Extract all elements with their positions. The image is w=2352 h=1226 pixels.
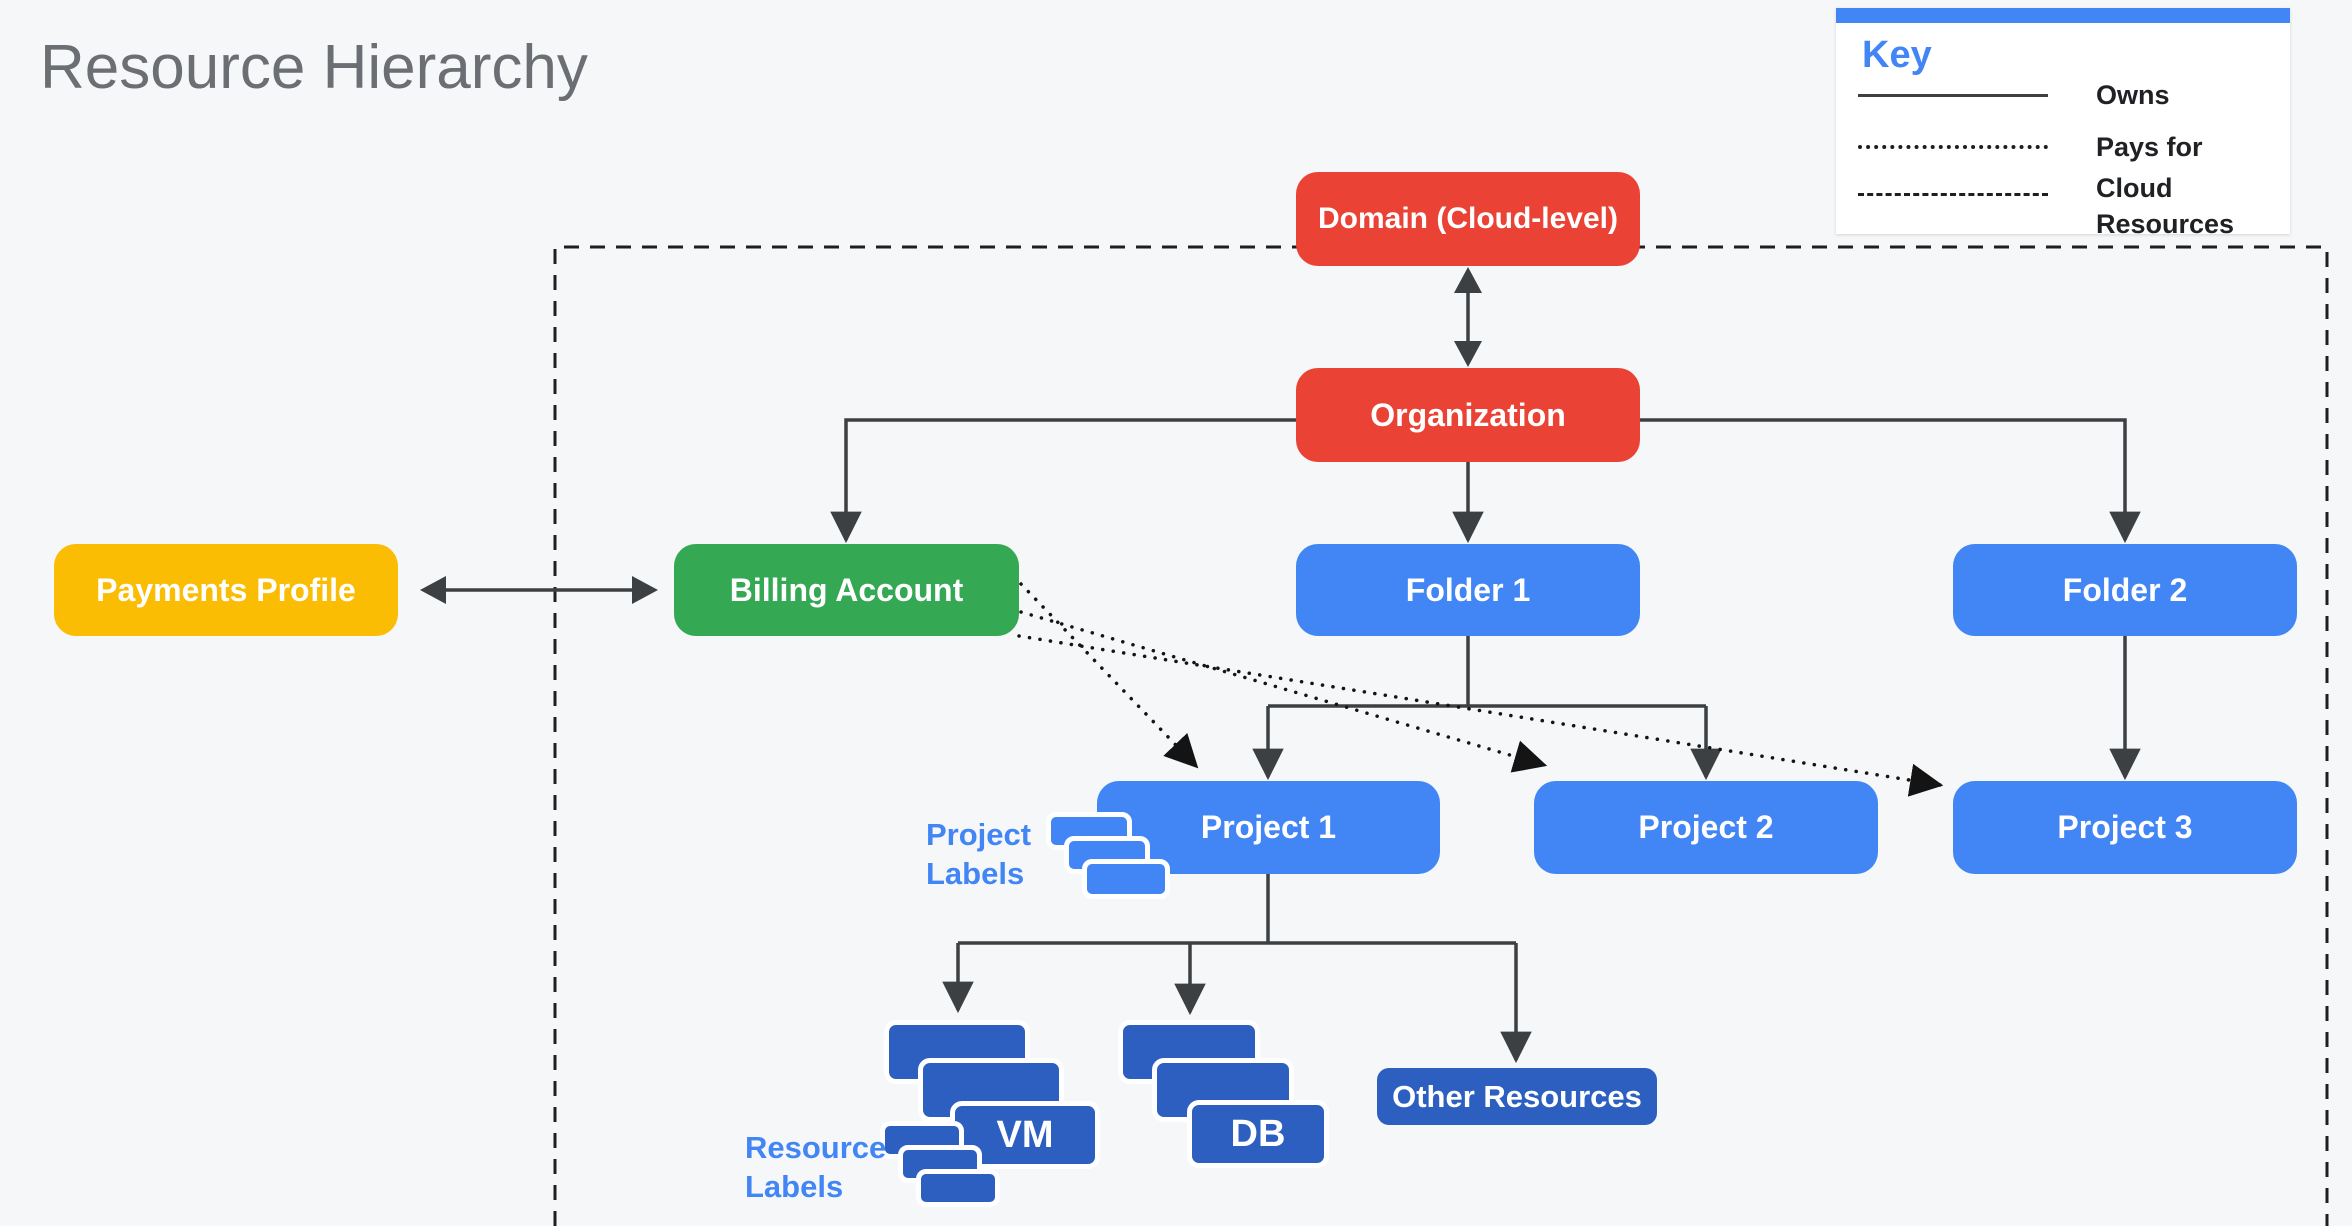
legend-line-dotted-pays-for [1858, 145, 2048, 149]
legend-line-solid-owns [1858, 94, 2048, 97]
annotation-project-labels: Project Labels [926, 817, 1032, 892]
legend-label-owns: Owns [2096, 80, 2170, 110]
edge-billing-paysfor-project1 [1019, 582, 1199, 769]
annotation-resource-labels: Resource Labels [745, 1130, 887, 1205]
node-folder-2: Folder 2 [1953, 544, 2297, 636]
node-project-1: Project 1 [1097, 781, 1440, 874]
legend-heading: Key [1862, 34, 1932, 76]
node-billing-account: Billing Account [674, 544, 1019, 636]
node-project-2: Project 2 [1534, 781, 1878, 874]
legend-accent-bar [1836, 8, 2290, 23]
node-project-3: Project 3 [1953, 781, 2297, 874]
edge-folder1-split [1268, 636, 1706, 708]
node-organization: Organization [1296, 368, 1640, 462]
edge-billing-paysfor-project2 [1019, 610, 1548, 773]
project-label-card [1082, 859, 1170, 899]
arrowhead-up [1454, 267, 1482, 293]
page-title: Resource Hierarchy [40, 33, 588, 102]
legend-label-cloud-resources: Cloud Resources [2096, 173, 2235, 239]
legend-label-pays-for: Pays for [2096, 132, 2203, 162]
edge-billing-paysfor-project3 [1017, 634, 1944, 797]
node-payments-profile: Payments Profile [54, 544, 398, 636]
resource-label-card [916, 1169, 1000, 1207]
edge-project1-split [958, 874, 1516, 945]
node-folder-1: Folder 1 [1296, 544, 1640, 636]
edge-organization-folder2 [1640, 418, 2141, 544]
arrowhead-left [420, 576, 446, 604]
node-other-resources: Other Resources [1377, 1068, 1657, 1125]
arrowhead-down [1454, 341, 1482, 367]
node-db: DB [1187, 1100, 1329, 1168]
arrowhead-right [632, 576, 658, 604]
legend-panel: Key Owns Pays for Cloud Resources [1836, 8, 2290, 239]
edge-organization-billing [830, 418, 1296, 544]
legend-line-dashed-cloud-resources [1858, 193, 2048, 196]
node-domain: Domain (Cloud-level) [1296, 172, 1640, 266]
